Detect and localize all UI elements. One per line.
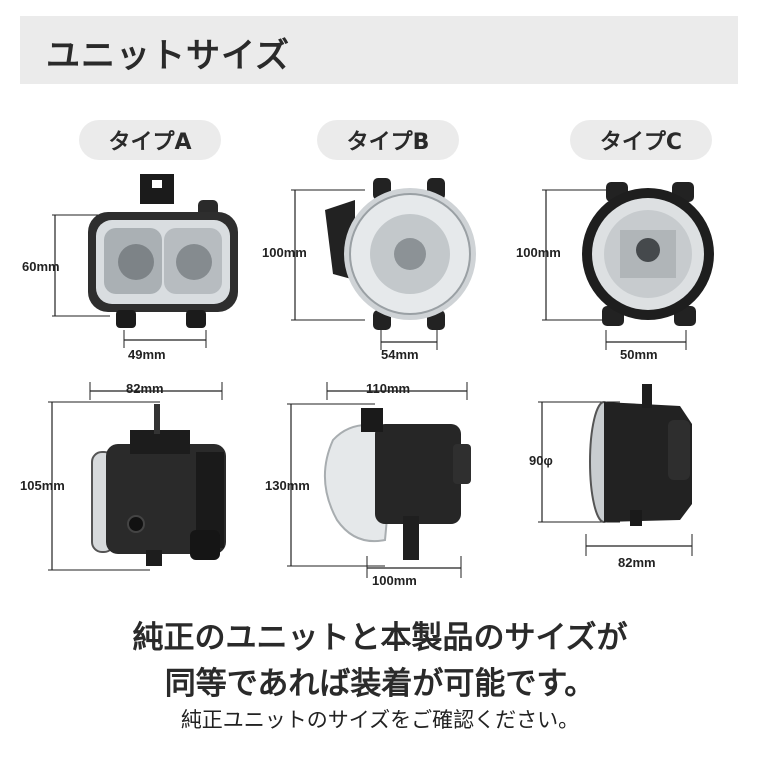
- type-a-width-dim: 49mm: [128, 347, 166, 362]
- type-c-label: タイプC: [570, 120, 712, 160]
- type-c-width-dim: 50mm: [620, 347, 658, 362]
- type-a-side-image: [48, 382, 226, 571]
- type-a-height-dim: 60mm: [22, 259, 60, 274]
- type-a-side-height-dim: 105mm: [20, 478, 65, 493]
- check-size-note: 純正ユニットのサイズをご確認ください。: [180, 708, 580, 732]
- compatibility-message-line2: 同等であれば装着が可能です。: [164, 666, 596, 702]
- header-bar: ユニットサイズ: [20, 16, 738, 84]
- type-c-side-width-dim: 82mm: [618, 555, 656, 570]
- type-b-side-width-bottom-dim: 100mm: [372, 573, 417, 588]
- type-a-label: タイプA: [79, 120, 221, 160]
- type-c-side-image: [538, 384, 693, 556]
- type-c-side-diameter-dim: 90φ: [529, 453, 553, 468]
- type-b-width-dim: 54mm: [381, 347, 419, 362]
- type-b-side-height-dim: 130mm: [265, 478, 310, 493]
- type-c-height-dim: 100mm: [516, 245, 561, 260]
- type-a-front-image: [52, 174, 238, 348]
- type-b-height-dim: 100mm: [262, 245, 307, 260]
- compatibility-message-line1: 純正のユニットと本製品のサイズが: [132, 620, 628, 656]
- type-a-side-width-dim: 82mm: [126, 381, 164, 396]
- type-c-front-image: [542, 182, 714, 350]
- type-b-side-image: [287, 382, 471, 578]
- type-b-front-image: [291, 178, 476, 350]
- type-b-side-width-top-dim: 110mm: [366, 381, 411, 396]
- type-b-label: タイプB: [317, 120, 459, 160]
- page-title: ユニットサイズ: [46, 36, 290, 76]
